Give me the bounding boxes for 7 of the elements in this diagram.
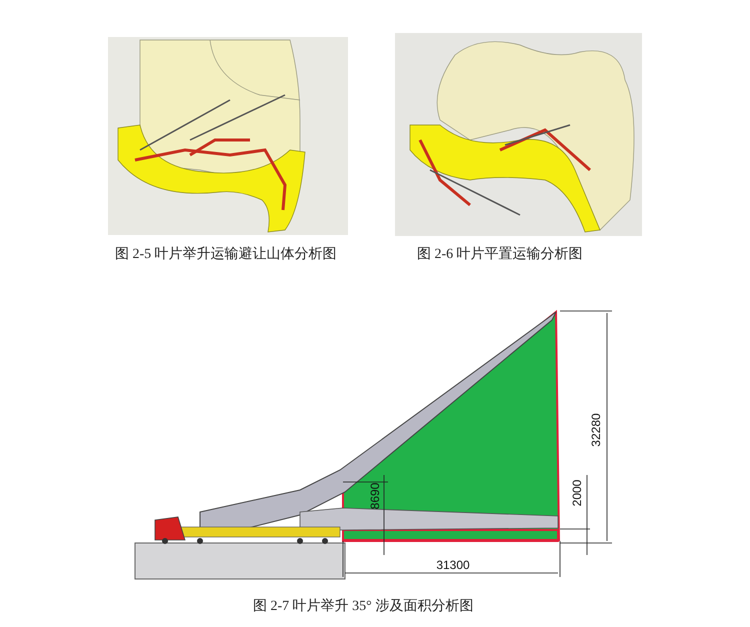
figure-caption: 图 2-7 叶片举升 35° 涉及面积分析图 — [253, 600, 474, 614]
figure-caption: 图 2-5 叶片举升运输避让山体分析图 — [115, 248, 337, 262]
figure-caption: 图 2-6 叶片平置运输分析图 — [417, 248, 583, 262]
dimension-text: 8690 — [369, 482, 381, 510]
dimension-text: 32280 — [590, 413, 602, 447]
dimension-text: 2000 — [571, 480, 583, 506]
dimension-text: 31300 — [436, 559, 470, 571]
